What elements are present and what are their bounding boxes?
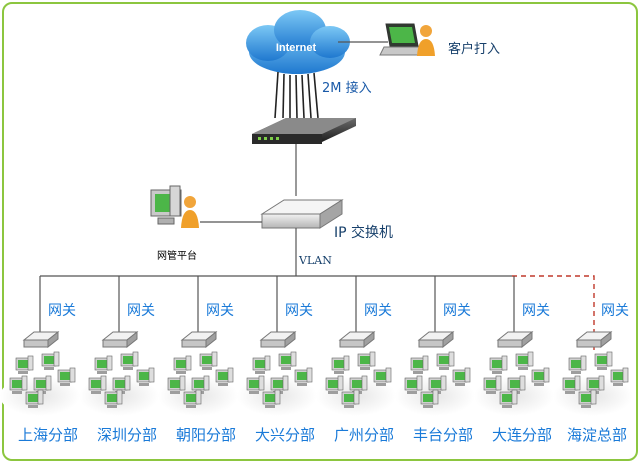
pc-icon <box>120 351 139 370</box>
pc-icon <box>341 389 360 408</box>
pc-icon <box>452 367 471 386</box>
core-router-icon <box>252 118 356 144</box>
pc-icon <box>294 367 313 386</box>
pc-icon <box>246 375 265 394</box>
pc-icon <box>88 375 107 394</box>
pc-icon <box>568 355 587 374</box>
gateway-label: 网关 <box>364 303 392 319</box>
branch-node <box>79 276 159 416</box>
pc-icon <box>215 367 234 386</box>
gateway-label: 网关 <box>443 303 471 319</box>
pc-icon <box>594 351 613 370</box>
branch-node <box>237 276 317 416</box>
branch-label: 深圳分部 <box>96 426 157 444</box>
internet-label: Internet <box>276 42 317 54</box>
pc-icon <box>94 355 113 374</box>
management-workstation-icon <box>150 185 182 225</box>
pc-icon <box>515 351 534 370</box>
management-label: 网管平台 <box>157 251 197 262</box>
gateway-router-icon <box>338 330 376 349</box>
uplink-cables <box>274 71 319 119</box>
pc-icon <box>173 355 192 374</box>
laptop-icon <box>379 23 425 56</box>
pc-icon <box>531 367 550 386</box>
gateway-router-icon <box>22 330 60 349</box>
gateway-label: 网关 <box>127 303 155 319</box>
pc-icon <box>410 355 429 374</box>
gateway-label: 网关 <box>206 303 234 319</box>
pc-icon <box>57 367 76 386</box>
pc-icon <box>404 375 423 394</box>
pc-icon <box>262 389 281 408</box>
gateway-label: 网关 <box>601 303 629 319</box>
gateway-router-icon <box>575 330 613 349</box>
pc-icon <box>15 355 34 374</box>
branch-node <box>0 276 80 416</box>
branch-label: 丰台分部 <box>412 426 473 444</box>
gateway-router-icon <box>496 330 534 349</box>
internet-cloud-icon <box>246 10 350 74</box>
gateway-label: 网关 <box>285 303 313 319</box>
user-icon <box>417 25 435 56</box>
pc-icon <box>357 351 376 370</box>
pc-icon <box>41 351 60 370</box>
branch-label: 大连分部 <box>491 426 552 444</box>
pc-icon <box>483 375 502 394</box>
pc-icon <box>183 389 202 408</box>
branch-node <box>553 330 633 416</box>
branch-node <box>316 276 396 416</box>
pc-icon <box>373 367 392 386</box>
pc-icon <box>278 351 297 370</box>
uplink-label: 2M 接入 <box>322 81 372 96</box>
pc-icon <box>489 355 508 374</box>
branch-label: 广州分部 <box>333 426 394 444</box>
branch-node <box>158 276 238 416</box>
gateway-router-icon <box>417 330 455 349</box>
branch-label: 上海分部 <box>17 426 78 444</box>
hq-dashed-link <box>512 275 595 350</box>
vlan-label: VLAN <box>299 254 332 267</box>
branch-node <box>395 276 475 416</box>
client-label: 客户打入 <box>448 42 501 57</box>
admin-user-icon <box>181 196 199 228</box>
pc-icon <box>436 351 455 370</box>
pc-icon <box>199 351 218 370</box>
branch-label: 朝阳分部 <box>175 426 236 444</box>
pc-icon <box>325 375 344 394</box>
ip-switch-icon <box>260 199 344 229</box>
gateway-label: 网关 <box>522 303 550 319</box>
pc-icon <box>499 389 518 408</box>
gateway-router-icon <box>259 330 297 349</box>
pc-icon <box>104 389 123 408</box>
pc-icon <box>252 355 271 374</box>
pc-icon <box>610 367 629 386</box>
pc-icon <box>420 389 439 408</box>
pc-icon <box>562 375 581 394</box>
ip-switch-label: IP 交换机 <box>334 225 394 241</box>
pc-icon <box>25 389 44 408</box>
pc-icon <box>167 375 186 394</box>
pc-icon <box>331 355 350 374</box>
pc-icon <box>136 367 155 386</box>
pc-icon <box>578 389 597 408</box>
gateway-router-icon <box>180 330 218 349</box>
gateway-router-icon <box>101 330 139 349</box>
gateway-label: 网关 <box>48 303 76 319</box>
branch-label: 海淀总部 <box>566 426 627 444</box>
branch-label: 大兴分部 <box>254 426 315 444</box>
branch-node <box>474 276 554 416</box>
pc-icon <box>9 375 28 394</box>
